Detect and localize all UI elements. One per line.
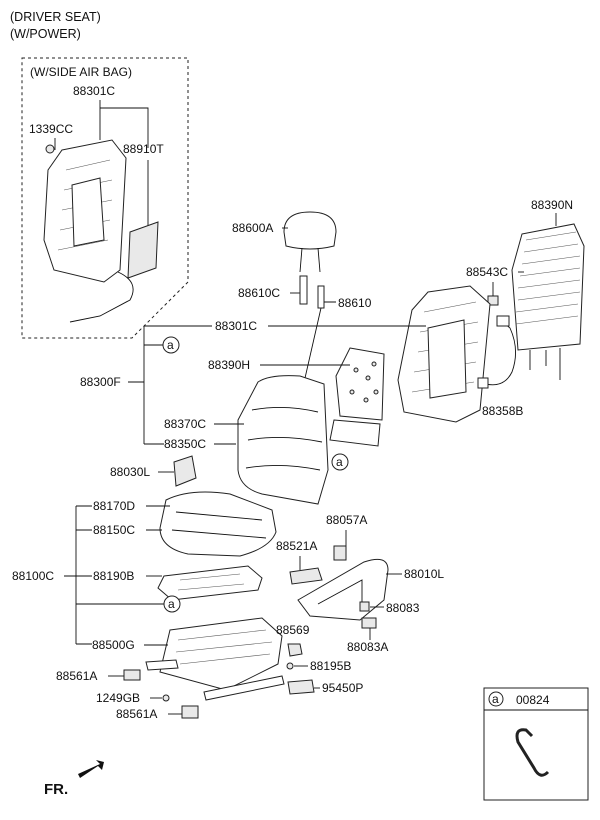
legend-callout-a-text: a <box>492 692 499 706</box>
bolt-1249GB <box>162 694 170 702</box>
label-88610C: 88610C <box>238 286 280 300</box>
label-88010L: 88010L <box>404 567 444 581</box>
label-1339CC: 1339CC <box>29 122 73 136</box>
label-88301C: 88301C <box>215 319 257 333</box>
label-88543C: 88543C <box>466 265 508 279</box>
label-88370C: 88370C <box>164 417 206 431</box>
label-88083A: 88083A <box>347 640 388 654</box>
clip-88569 <box>287 643 303 657</box>
seatback-trim-88370C <box>237 375 329 505</box>
seat-cushion-88170D <box>159 491 277 557</box>
callout-a-3 <box>163 595 181 613</box>
callout-a-2 <box>331 453 349 471</box>
leader-88301C-box <box>99 100 149 148</box>
callout-a-1-text: a <box>167 338 174 352</box>
header-power: (W/POWER) <box>10 27 81 41</box>
label-88057A: 88057A <box>326 513 367 527</box>
callout-a-3-text: a <box>168 597 175 611</box>
module-95450P <box>287 679 315 695</box>
seatback-frame-88301C <box>397 285 491 423</box>
label-88083: 88083 <box>386 601 420 615</box>
seatback-frame-airbag <box>43 139 159 323</box>
label-88610: 88610 <box>338 296 372 310</box>
seatback-pad-88390N <box>511 223 585 380</box>
legend-callout-a <box>488 691 504 707</box>
label-88358B: 88358B <box>482 404 523 418</box>
cover-88561A-2 <box>181 705 199 719</box>
headrest-guide-lock <box>299 275 308 305</box>
cushion-pan-88190B <box>157 565 263 601</box>
legend-box <box>483 687 589 801</box>
label-88521A: 88521A <box>276 539 317 553</box>
harness-88358B <box>477 315 516 389</box>
screw-88083 <box>359 601 370 612</box>
hook-00824-icon <box>515 728 550 777</box>
label-88390H: 88390H <box>208 358 250 372</box>
callout-a-2-text: a <box>336 455 343 469</box>
label-88190B: 88190B <box>93 569 134 583</box>
label-88300F: 88300F <box>80 375 121 389</box>
legend-part-number: 00824 <box>516 693 550 707</box>
label-88500G: 88500G <box>92 638 135 652</box>
label-88561A-1: 88561A <box>56 669 97 683</box>
label-88390N: 88390N <box>531 198 573 212</box>
label-88030L: 88030L <box>110 465 150 479</box>
label-88195B: 88195B <box>310 659 351 673</box>
seat-track-88500G <box>145 617 285 701</box>
headrest-guide <box>317 285 325 309</box>
bracket-88300F <box>128 325 212 445</box>
cover-88030L <box>173 455 197 487</box>
bolt-1339CC <box>45 144 55 154</box>
label-88150C: 88150C <box>93 523 135 537</box>
label-88100C: 88100C <box>12 569 54 583</box>
label-88170D: 88170D <box>93 499 135 513</box>
front-direction-label: FR. <box>44 781 68 798</box>
label-88350C: 88350C <box>164 437 206 451</box>
label-88569: 88569 <box>276 623 310 637</box>
cap-88083A <box>361 617 377 629</box>
headrest <box>283 211 337 273</box>
screw-88195B <box>286 662 294 670</box>
cover-88561A-1 <box>123 669 141 681</box>
airbag-box-title: (W/SIDE AIR BAG) <box>30 65 132 79</box>
header-driver-seat: (DRIVER SEAT) <box>10 10 101 24</box>
back-pad-88390H <box>329 347 385 447</box>
bracket-88100C <box>64 505 164 645</box>
front-arrow-icon <box>78 760 104 778</box>
label-88561A-2: 88561A <box>116 707 157 721</box>
knob-88057A <box>333 545 347 561</box>
label-88600A: 88600A <box>232 221 273 235</box>
label-1249GB: 1249GB <box>96 691 140 705</box>
label-88301C-box: 88301C <box>73 84 115 98</box>
switch-88521A <box>289 567 323 585</box>
label-88910T: 88910T <box>123 142 164 156</box>
label-95450P: 95450P <box>322 681 363 695</box>
airbag-variant-box <box>21 57 189 339</box>
